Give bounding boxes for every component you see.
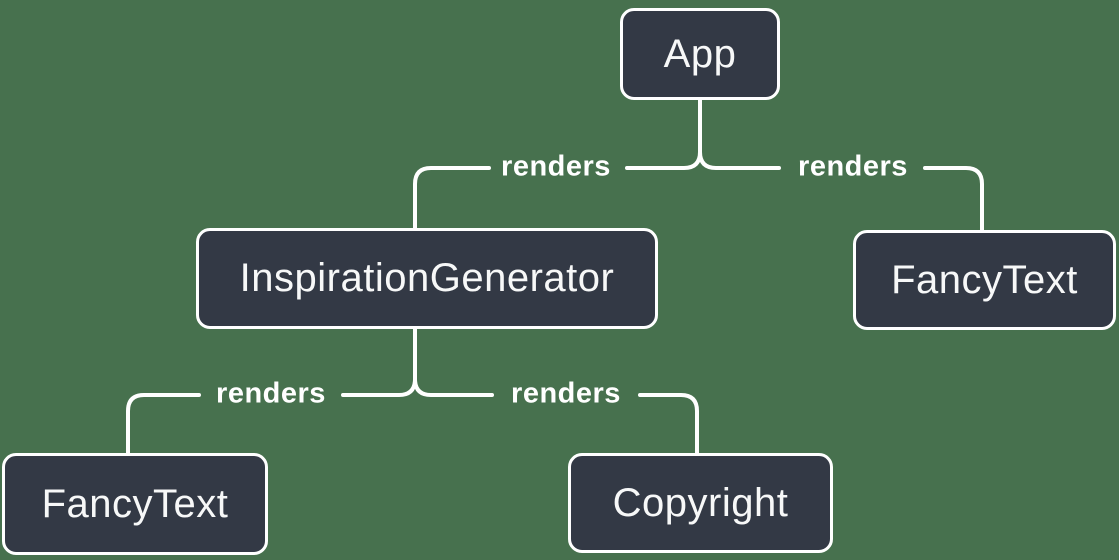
node-fancy-text-top-right: FancyText	[853, 230, 1116, 330]
node-fancy-text-bottom-left: FancyText	[2, 453, 268, 555]
edge-app-fancytext-segment-left	[698, 150, 781, 170]
edge-app-inspirationgenerator-segment-right	[625, 98, 702, 170]
edge-label-app-fancytext: renders	[798, 150, 908, 183]
node-app: App	[620, 8, 780, 100]
edge-app-inspirationgenerator-segment-left	[413, 166, 491, 231]
edge-inspirationgenerator-fancytext-segment-right	[341, 327, 417, 397]
edge-label-inspirationgenerator-copyright: renders	[511, 377, 621, 410]
edge-inspirationgenerator-copyright-segment-right	[638, 393, 699, 456]
node-inspiration-generator: InspirationGenerator	[196, 228, 658, 329]
edge-inspirationgenerator-fancytext-segment-left	[126, 393, 201, 456]
edge-label-app-inspirationgenerator: renders	[501, 150, 611, 183]
edge-inspirationgenerator-copyright-segment-left	[413, 377, 494, 397]
edge-label-inspirationgenerator-fancytext: renders	[216, 377, 326, 410]
node-copyright: Copyright	[568, 453, 833, 553]
edge-app-fancytext-segment-right	[923, 166, 984, 233]
